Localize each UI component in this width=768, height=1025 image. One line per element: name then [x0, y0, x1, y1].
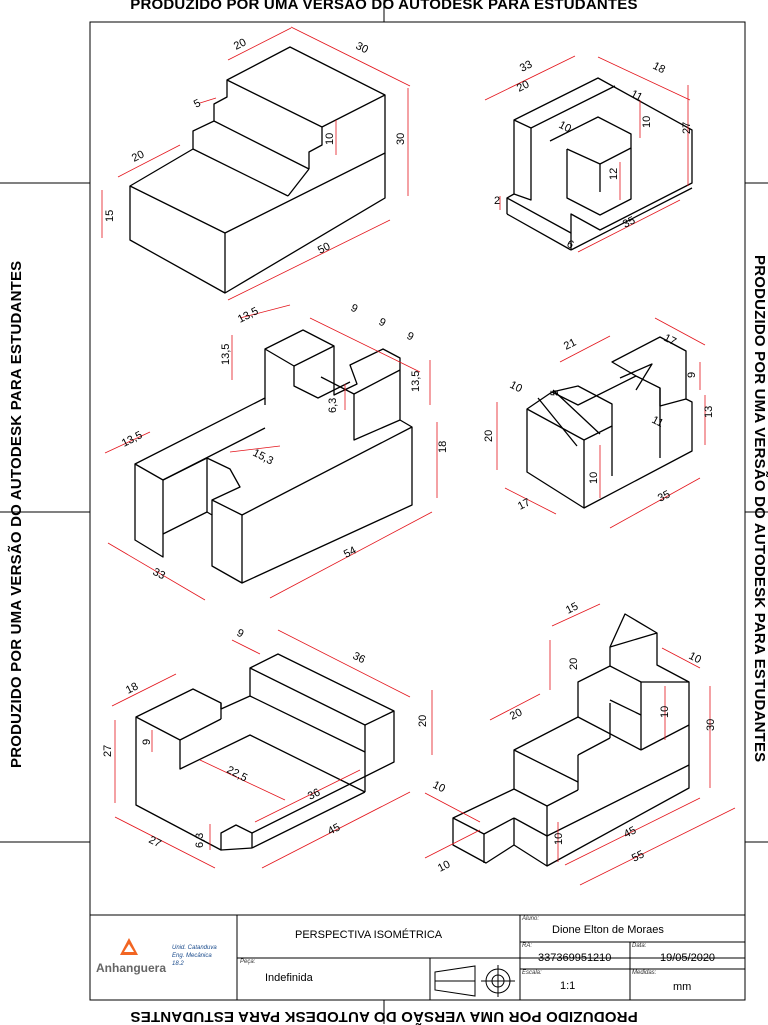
unit-line-3: 18.2	[172, 961, 184, 967]
svg-text:18: 18	[124, 680, 140, 696]
figure-6-isometric: 15 20 10 20 10 30 10 10 45 10 55	[424, 600, 736, 886]
svg-text:10: 10	[436, 858, 452, 874]
svg-text:5: 5	[549, 390, 561, 396]
svg-text:10: 10	[588, 472, 600, 484]
svg-text:11: 11	[650, 414, 666, 430]
svg-text:18: 18	[437, 441, 449, 453]
svg-text:6: 6	[565, 238, 576, 251]
title-block-title: PERSPECTIVA ISOMÉTRICA	[295, 929, 443, 941]
svg-text:20: 20	[568, 658, 580, 670]
svg-text:36: 36	[306, 786, 322, 802]
escala-value: 1:1	[560, 980, 576, 992]
ra-label: RA:	[522, 943, 533, 949]
title-block	[89, 914, 746, 1001]
svg-text:9: 9	[686, 372, 698, 378]
escala-label: Escala:	[522, 970, 542, 976]
unit-line-2: Eng. Mecânica	[172, 953, 212, 959]
svg-text:35: 35	[656, 488, 672, 504]
svg-text:20: 20	[130, 148, 146, 164]
ra-value: 337369951210	[538, 952, 612, 964]
svg-text:15: 15	[104, 210, 116, 222]
svg-text:15,3: 15,3	[251, 447, 276, 467]
svg-text:10: 10	[324, 133, 336, 145]
projection-symbol-icon	[434, 965, 515, 997]
svg-text:9: 9	[141, 739, 153, 745]
svg-text:12: 12	[608, 168, 620, 180]
svg-text:20: 20	[508, 706, 524, 722]
svg-text:33: 33	[151, 566, 167, 582]
figure-2-isometric: 33 18 20 11 10 10 27 12 2 35 6	[484, 55, 693, 253]
svg-text:6,3: 6,3	[327, 398, 339, 413]
svg-text:13,5: 13,5	[220, 344, 232, 365]
svg-text:45: 45	[622, 824, 638, 840]
svg-text:30: 30	[395, 133, 407, 145]
svg-text:17: 17	[516, 496, 532, 512]
svg-text:20: 20	[483, 430, 495, 442]
svg-text:55: 55	[630, 848, 646, 864]
svg-text:27: 27	[681, 122, 693, 134]
svg-text:13: 13	[703, 406, 715, 418]
svg-text:15: 15	[564, 600, 580, 616]
figure-5-isometric: 9 36 18 27 9 20 22,5 36 6,3 27 45	[102, 627, 433, 869]
svg-text:10: 10	[641, 116, 653, 128]
svg-text:6,3: 6,3	[194, 833, 206, 848]
figure-3-isometric: 13,5 9 9 9 13,5 13,5 6,3 13,5 15,3 18 33…	[104, 302, 449, 601]
svg-text:5: 5	[192, 97, 203, 110]
svg-text:27: 27	[147, 834, 163, 850]
svg-text:11: 11	[629, 88, 645, 104]
svg-text:30: 30	[354, 40, 370, 56]
svg-text:33: 33	[518, 58, 534, 74]
aluno-label: Aluno:	[522, 916, 540, 922]
medidas-label: Medidas:	[632, 970, 657, 976]
svg-text:9: 9	[377, 316, 388, 329]
svg-text:9: 9	[235, 627, 246, 640]
figure-4-isometric: 21 17 10 5 9 20 11 13 10 17 35	[483, 317, 715, 529]
peca-label: Peça:	[240, 959, 256, 965]
svg-text:18: 18	[651, 60, 667, 76]
svg-text:10: 10	[557, 119, 573, 135]
svg-text:10: 10	[431, 779, 447, 795]
data-label: Data:	[632, 943, 647, 949]
svg-text:36: 36	[351, 650, 367, 666]
svg-text:10: 10	[687, 650, 703, 666]
svg-text:9: 9	[349, 302, 360, 315]
svg-text:10: 10	[553, 833, 565, 845]
data-value: 19/05/2020	[660, 952, 716, 964]
svg-text:10: 10	[508, 379, 524, 395]
svg-text:13,5: 13,5	[410, 371, 422, 392]
svg-text:35: 35	[621, 214, 637, 230]
svg-text:21: 21	[562, 336, 578, 352]
logo-text: Anhanguera	[96, 961, 167, 975]
peca-value: Indefinida	[265, 972, 313, 984]
figure-1-isometric: 20 30 5 20 10 30 15 50	[101, 26, 411, 301]
anhanguera-logo-icon	[120, 938, 138, 955]
svg-text:27: 27	[102, 745, 114, 757]
svg-text:45: 45	[326, 821, 342, 837]
svg-text:13,5: 13,5	[120, 429, 145, 449]
svg-text:10: 10	[659, 706, 671, 718]
svg-text:30: 30	[705, 719, 717, 731]
svg-text:13,5: 13,5	[236, 305, 261, 325]
svg-text:9: 9	[405, 330, 416, 343]
svg-text:20: 20	[515, 78, 531, 94]
svg-text:20: 20	[232, 36, 248, 52]
aluno-value: Dione Elton de Moraes	[552, 924, 664, 936]
unit-line-1: Unid. Catanduva	[172, 945, 217, 951]
svg-text:2: 2	[494, 195, 500, 207]
svg-text:20: 20	[417, 715, 429, 727]
svg-text:50: 50	[316, 240, 332, 256]
svg-text:54: 54	[342, 544, 358, 560]
medidas-value: mm	[673, 981, 692, 993]
svg-text:17: 17	[662, 332, 678, 348]
